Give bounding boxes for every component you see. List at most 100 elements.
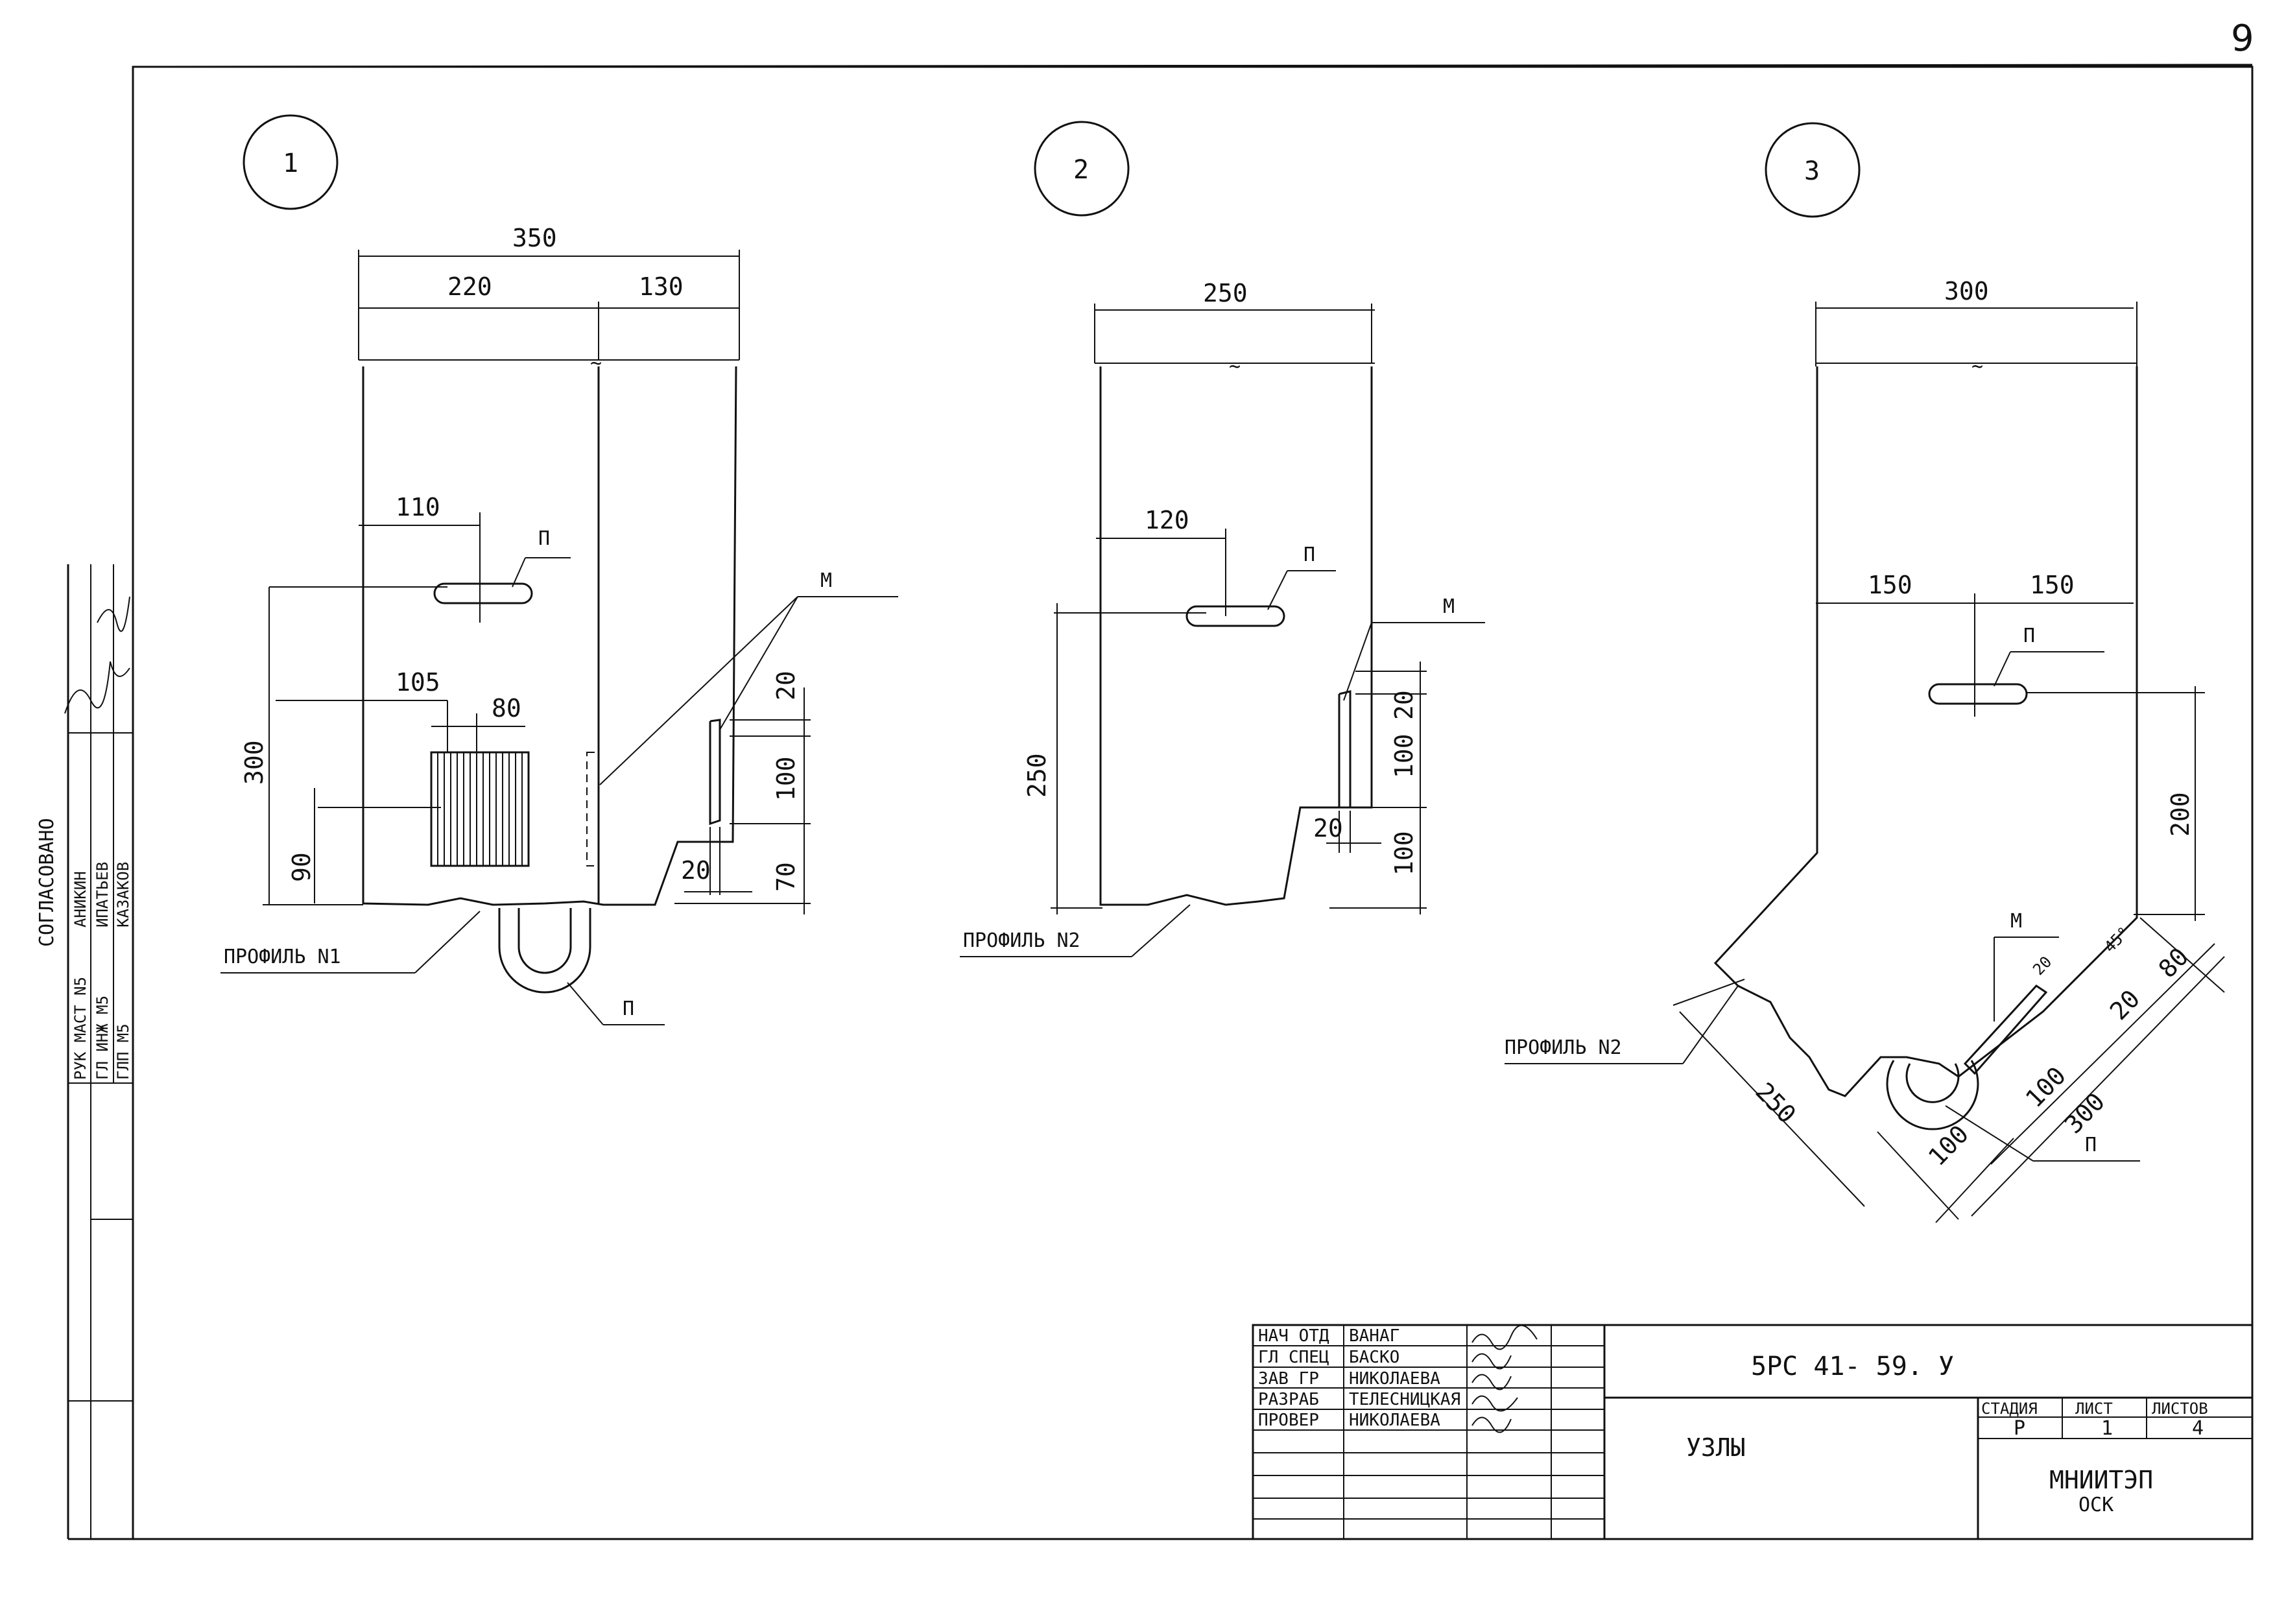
drawing-title: УЗЛЫ xyxy=(1686,1433,1746,1462)
plate-hatching xyxy=(437,752,523,866)
dim-label: 100 xyxy=(1390,734,1418,778)
side-stamp-name: ИПАТЬЕВ xyxy=(93,862,112,927)
side-stamp-role: ГЛП М5 xyxy=(114,1023,132,1080)
sheet-value: 1 xyxy=(2101,1417,2113,1440)
anchor-slot xyxy=(1928,683,2028,705)
sheets-value: 4 xyxy=(2192,1417,2204,1440)
dim-label: 20 xyxy=(2029,953,2055,979)
dim-label: 70 xyxy=(772,862,800,892)
title-role: ЗАВ ГР xyxy=(1258,1369,1319,1389)
dim-label: 220 xyxy=(447,272,492,301)
org-subname: ОСК xyxy=(2078,1494,2113,1516)
signature-mark xyxy=(1471,1324,1538,1350)
dim-label: 250 xyxy=(1203,279,1248,307)
signature-mark xyxy=(1471,1395,1518,1412)
svg-text:~: ~ xyxy=(1229,355,1241,378)
label-m: М xyxy=(1443,595,1455,618)
label-p: П xyxy=(623,997,634,1020)
dim-label: 100 xyxy=(1923,1119,1974,1171)
node-1-number: 1 xyxy=(283,149,298,178)
profile-label: ПРОФИЛЬ N2 xyxy=(1505,1036,1622,1059)
embedded-plate xyxy=(430,751,530,867)
stage-value: Р xyxy=(2014,1417,2025,1440)
dim-label: 300 xyxy=(1944,277,1989,305)
side-stamp-role: РУК МАСТ N5 xyxy=(71,977,89,1080)
side-stamp-title: СОГЛАСОВАНО xyxy=(36,818,58,947)
dim-label: 250 xyxy=(1750,1077,1802,1129)
dim-label: 120 xyxy=(1145,506,1189,534)
dim-label: 130 xyxy=(639,272,684,301)
node-3-circle xyxy=(1765,122,1861,218)
dim-label: 80 xyxy=(492,694,521,722)
node-2-circle xyxy=(1034,121,1130,217)
dim-label: 150 xyxy=(2030,571,2075,599)
title-role: РАЗРАБ xyxy=(1258,1390,1319,1409)
dim-label: 300 xyxy=(2059,1087,2110,1139)
dim-label: 20 xyxy=(1313,814,1343,842)
node-1-circle xyxy=(243,114,339,210)
title-name: НИКОЛАЕВА xyxy=(1349,1369,1440,1389)
dim-label: 20 xyxy=(681,856,711,885)
signature-mark xyxy=(1471,1374,1512,1391)
dim-label: 250 xyxy=(1023,753,1051,798)
dim-label: 45° xyxy=(2101,924,2133,957)
dim-label: 20 xyxy=(772,671,800,700)
title-name: ТЕЛЕСНИЦКАЯ xyxy=(1349,1390,1460,1409)
label-p: П xyxy=(538,527,550,550)
signature-mark xyxy=(97,596,130,632)
side-stamp-role: ГЛ ИНЖ М5 xyxy=(93,996,112,1080)
title-role: ГЛ СПЕЦ xyxy=(1258,1348,1329,1367)
dim-label: 20 xyxy=(2104,985,2145,1025)
node-2-number: 2 xyxy=(1073,155,1089,185)
title-name: БАСКО xyxy=(1349,1348,1399,1367)
approval-side-stamp: СОГЛАСОВАНО РУК МАСТ N5 АНИКИН ГЛ ИНЖ М5… xyxy=(36,564,133,1540)
anchor-slot xyxy=(1185,605,1285,627)
dim-label: 105 xyxy=(396,668,440,697)
node-3-number: 3 xyxy=(1804,156,1820,186)
dim-label: 350 xyxy=(512,224,557,252)
node-3: 3 300 ~ 150 150 П 200 М П 250 xyxy=(1505,122,2225,1223)
title-name: НИКОЛАЕВА xyxy=(1349,1411,1440,1430)
anchor-slot xyxy=(433,582,533,604)
dim-label: 90 xyxy=(287,852,316,882)
side-stamp-name: КАЗАКОВ xyxy=(114,862,132,927)
drawing-code: 5РС 41- 59. У xyxy=(1751,1352,1954,1381)
dim-label: 20 xyxy=(1390,690,1418,720)
signature-mark xyxy=(1471,1353,1512,1370)
dim-label: 300 xyxy=(240,740,268,785)
side-stamp-name: АНИКИН xyxy=(71,871,89,927)
dim-label: 110 xyxy=(396,493,440,521)
title-role: НАЧ ОТД xyxy=(1258,1326,1329,1346)
page-number: 9 xyxy=(2231,18,2254,60)
sheet-header: ЛИСТ xyxy=(2075,1400,2113,1418)
label-p: П xyxy=(2023,625,2035,647)
lifting-loop-inner xyxy=(518,908,572,974)
label-m: М xyxy=(820,569,832,592)
dim-label: 200 xyxy=(2166,792,2195,837)
dim-label: 100 xyxy=(2020,1061,2071,1113)
dim-label: 80 xyxy=(2153,942,2194,983)
dim-label: 100 xyxy=(1390,831,1418,876)
profile-label: ПРОФИЛЬ N1 xyxy=(224,946,341,968)
signature-mark xyxy=(64,661,130,714)
lifting-loop xyxy=(1886,1060,1979,1130)
hidden-edge xyxy=(586,752,599,866)
node-2: 2 250 ~ 120 П 250 20 100 100 20 xyxy=(960,121,1485,957)
dim-label: 150 xyxy=(1868,571,1912,599)
label-p: П xyxy=(2085,1134,2097,1156)
label-p: П xyxy=(1304,543,1315,566)
title-name: ВАНАГ xyxy=(1349,1326,1399,1346)
profile-label: ПРОФИЛЬ N2 xyxy=(963,929,1080,952)
sheets-header: ЛИСТОВ xyxy=(2152,1400,2208,1418)
stage-header: СТАДИЯ xyxy=(1981,1400,2038,1418)
svg-text:~: ~ xyxy=(590,352,602,375)
svg-text:~: ~ xyxy=(1971,355,1983,378)
dim-label: 100 xyxy=(772,756,800,801)
angle-element xyxy=(1963,985,2048,1075)
node-1: 1 350 220 130 ~ 110 П 300 xyxy=(220,114,898,1025)
title-block: НАЧ ОТД ВАНАГ ГЛ СПЕЦ БАСКО ЗАВ ГР НИКОЛ… xyxy=(1252,1324,2254,1540)
label-m: М xyxy=(2010,910,2022,933)
lifting-loop-inner xyxy=(1905,1063,1960,1103)
title-role: ПРОВЕР xyxy=(1258,1411,1319,1430)
